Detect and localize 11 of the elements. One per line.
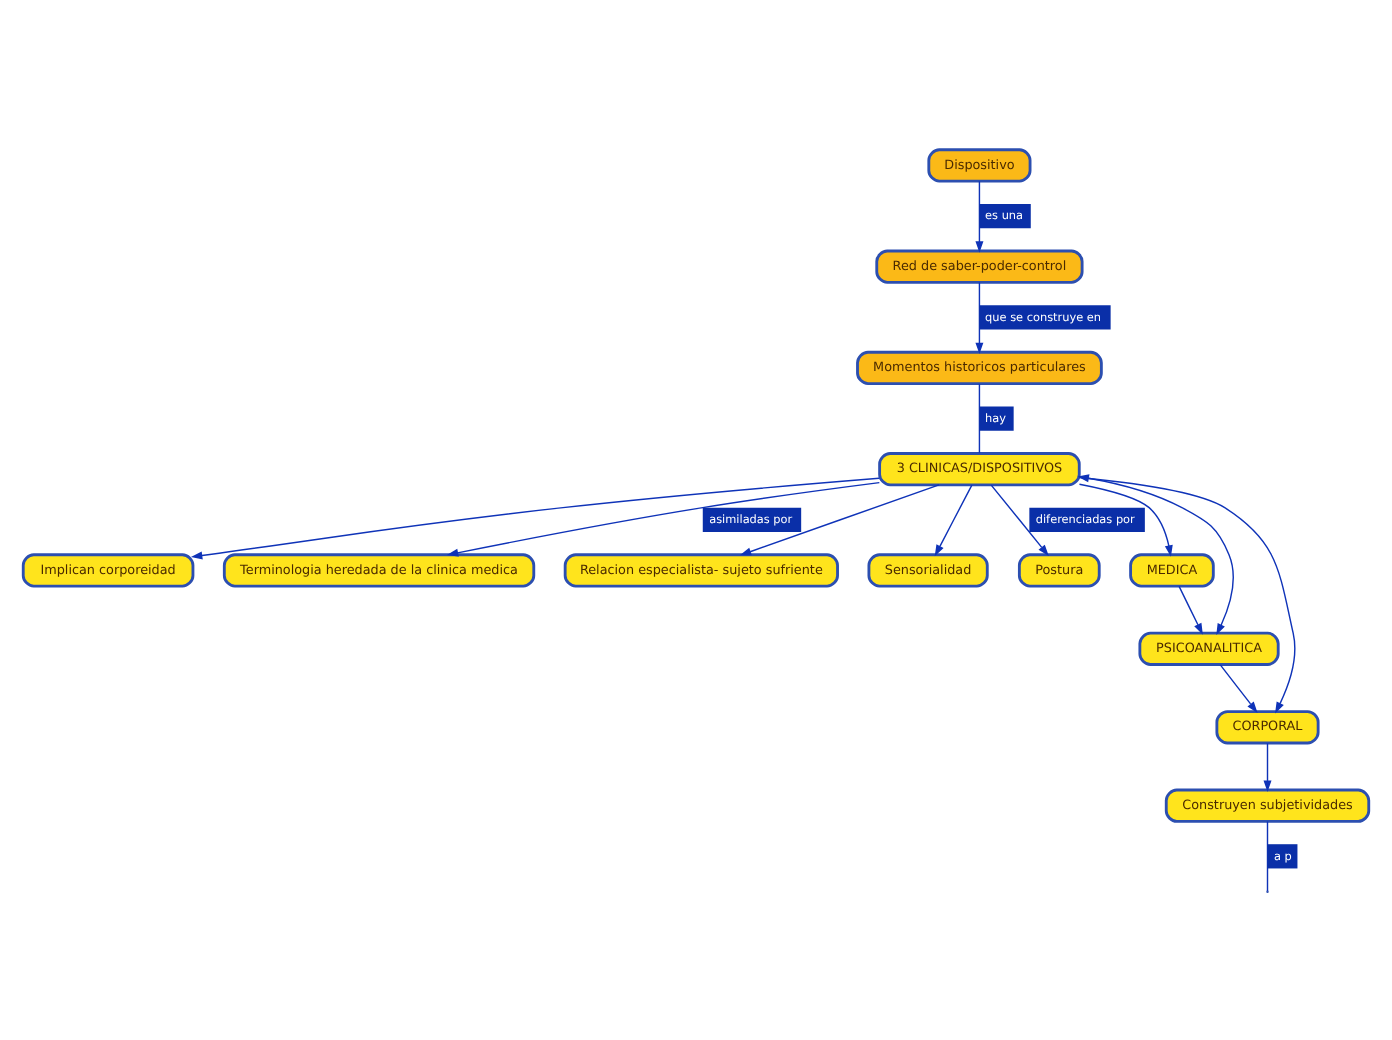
arrow: [1263, 741, 1272, 791]
connector: [1266, 819, 1269, 891]
arrow: [190, 476, 880, 559]
connector: [978, 382, 981, 453]
arrow: [1219, 663, 1258, 713]
arrow: [1078, 482, 1173, 556]
arrow: [446, 480, 881, 556]
arrow: [739, 483, 940, 555]
arrow: [934, 483, 973, 556]
arrow: [990, 483, 1049, 556]
arrow: [1178, 584, 1203, 634]
